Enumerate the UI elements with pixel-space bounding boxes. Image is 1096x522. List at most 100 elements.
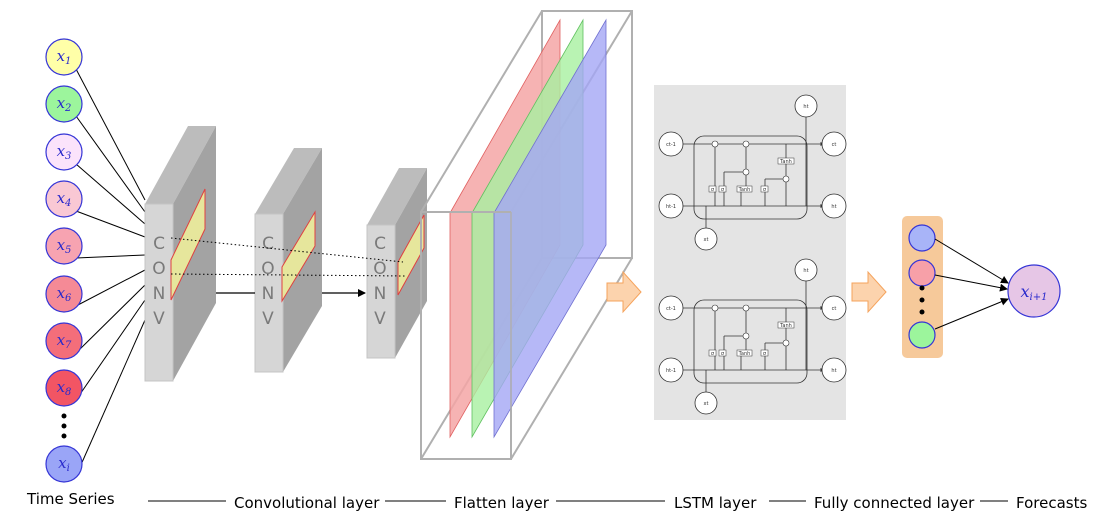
conv-letter: V (374, 309, 386, 329)
forecast-label: xi+1 (1021, 282, 1048, 303)
lstm-pointwise-op (742, 332, 750, 340)
input-node-circle (45, 180, 83, 218)
input-ellipsis-dot (61, 433, 67, 439)
lstm-gate-label: σ (721, 351, 725, 357)
lstm-h-next (821, 357, 847, 383)
conv-letter: N (153, 284, 166, 304)
conv-letter: O (152, 259, 165, 279)
input-node: x6 (45, 275, 83, 313)
input-node-circle (45, 133, 83, 171)
lstm-pointwise-op (742, 140, 750, 148)
label-convolutional-layer: Convolutional layer (234, 494, 380, 512)
input-node-circle (45, 275, 83, 313)
label-flatten-layer: Flatten layer (454, 494, 550, 512)
input-node-circle (45, 369, 83, 407)
label-time-series: Time Series (26, 490, 115, 508)
flatten-to-lstm-arrow (606, 270, 642, 314)
lstm-gate-box (736, 185, 753, 193)
lstm-gate-box (718, 185, 727, 193)
lstm-gate-label: σ (763, 187, 767, 193)
lstm-c-prev-label: ct-1 (666, 142, 676, 148)
lstm-cell-body (693, 299, 808, 384)
lstm-gate-box (736, 349, 753, 357)
fc-edge-2 (934, 274, 1008, 292)
input-edge (75, 284, 146, 354)
conv-block-2-patch (281, 210, 316, 303)
lstm-gate-box (708, 185, 717, 193)
lstm-input-label: xt (704, 401, 709, 407)
lstm-input-label: xt (704, 237, 709, 243)
lstm-c-next-label: ct (832, 306, 837, 312)
input-node-label: x8 (57, 378, 72, 398)
input-edge (75, 68, 146, 201)
fc-ellipsis-dot (919, 285, 925, 291)
input-node: x8 (45, 369, 83, 407)
lstm-input (694, 227, 718, 251)
lstm-h-prev-label: ht-1 (666, 368, 676, 374)
lstm-input (694, 391, 718, 415)
lstm-tanh-label: Tanh (779, 159, 792, 165)
conv-block-1-patch (170, 188, 206, 301)
lstm-pointwise-op (711, 140, 719, 148)
input-node-label: x4 (57, 189, 72, 209)
bottom-labels: Time Series Convolutional layer Flatten … (26, 490, 1087, 512)
conv-letter: N (374, 284, 387, 304)
lstm-gate-label: σ (763, 351, 767, 357)
lstm-c-prev-label: ct-1 (666, 306, 676, 312)
lstm-cell-body (693, 135, 808, 220)
lstm-gate-label: σ (711, 351, 715, 357)
lstm-h-prev (658, 193, 684, 219)
input-node: x1 (45, 38, 83, 76)
fc-node (908, 224, 936, 252)
input-edge (75, 163, 146, 225)
lstm-pointwise-op (742, 304, 750, 312)
lstm-c-next (821, 295, 847, 321)
input-node-label: x5 (57, 236, 72, 256)
fc-edge-1 (934, 238, 1009, 284)
lstm-h-prev (658, 357, 684, 383)
lstm-top-output-label: ht (803, 104, 808, 110)
lstm-h-next (821, 193, 847, 219)
lstm-gate-box (708, 349, 717, 357)
input-node-circle (45, 322, 83, 360)
lstm-pointwise-op (782, 175, 790, 183)
conv-letter: C (262, 234, 274, 254)
input-connections (75, 68, 146, 477)
conv-letter: N (262, 284, 275, 304)
input-edge (75, 115, 146, 213)
lstm-h-next-label: ht (831, 368, 836, 374)
conv-letter: C (153, 234, 165, 254)
lstm-top-output (794, 258, 818, 282)
lstm-tanh-box (777, 157, 795, 165)
input-node: x4 (45, 180, 83, 218)
conv-letter: V (262, 309, 274, 329)
input-edge (75, 210, 146, 238)
lstm-pointwise-op (742, 168, 750, 176)
lstm-h-next-label: ht (831, 204, 836, 210)
lstm-c-next (821, 131, 847, 157)
input-node: xi (45, 445, 83, 483)
input-node-label: xi (58, 454, 70, 474)
lstm-gate-box (760, 185, 769, 193)
input-edge (75, 299, 146, 401)
input-node-circle (45, 38, 83, 76)
input-ellipsis-dot (61, 423, 67, 429)
fc-nodes (908, 224, 936, 349)
input-ellipsis-dot (61, 413, 67, 419)
conv-block-3-patch (397, 214, 425, 296)
fc-node (908, 321, 936, 349)
lstm-tanh-label: Tanh (779, 323, 792, 329)
input-edge (75, 319, 146, 477)
label-forecasts: Forecasts (1016, 494, 1087, 512)
fc-ellipsis-dot (919, 309, 925, 315)
fc-edge-3 (934, 297, 1009, 330)
lstm-pointwise-op (711, 304, 719, 312)
input-node-label: x1 (57, 47, 72, 67)
patch-link-top (170, 237, 404, 263)
lstm-pointwise-op (782, 339, 790, 347)
